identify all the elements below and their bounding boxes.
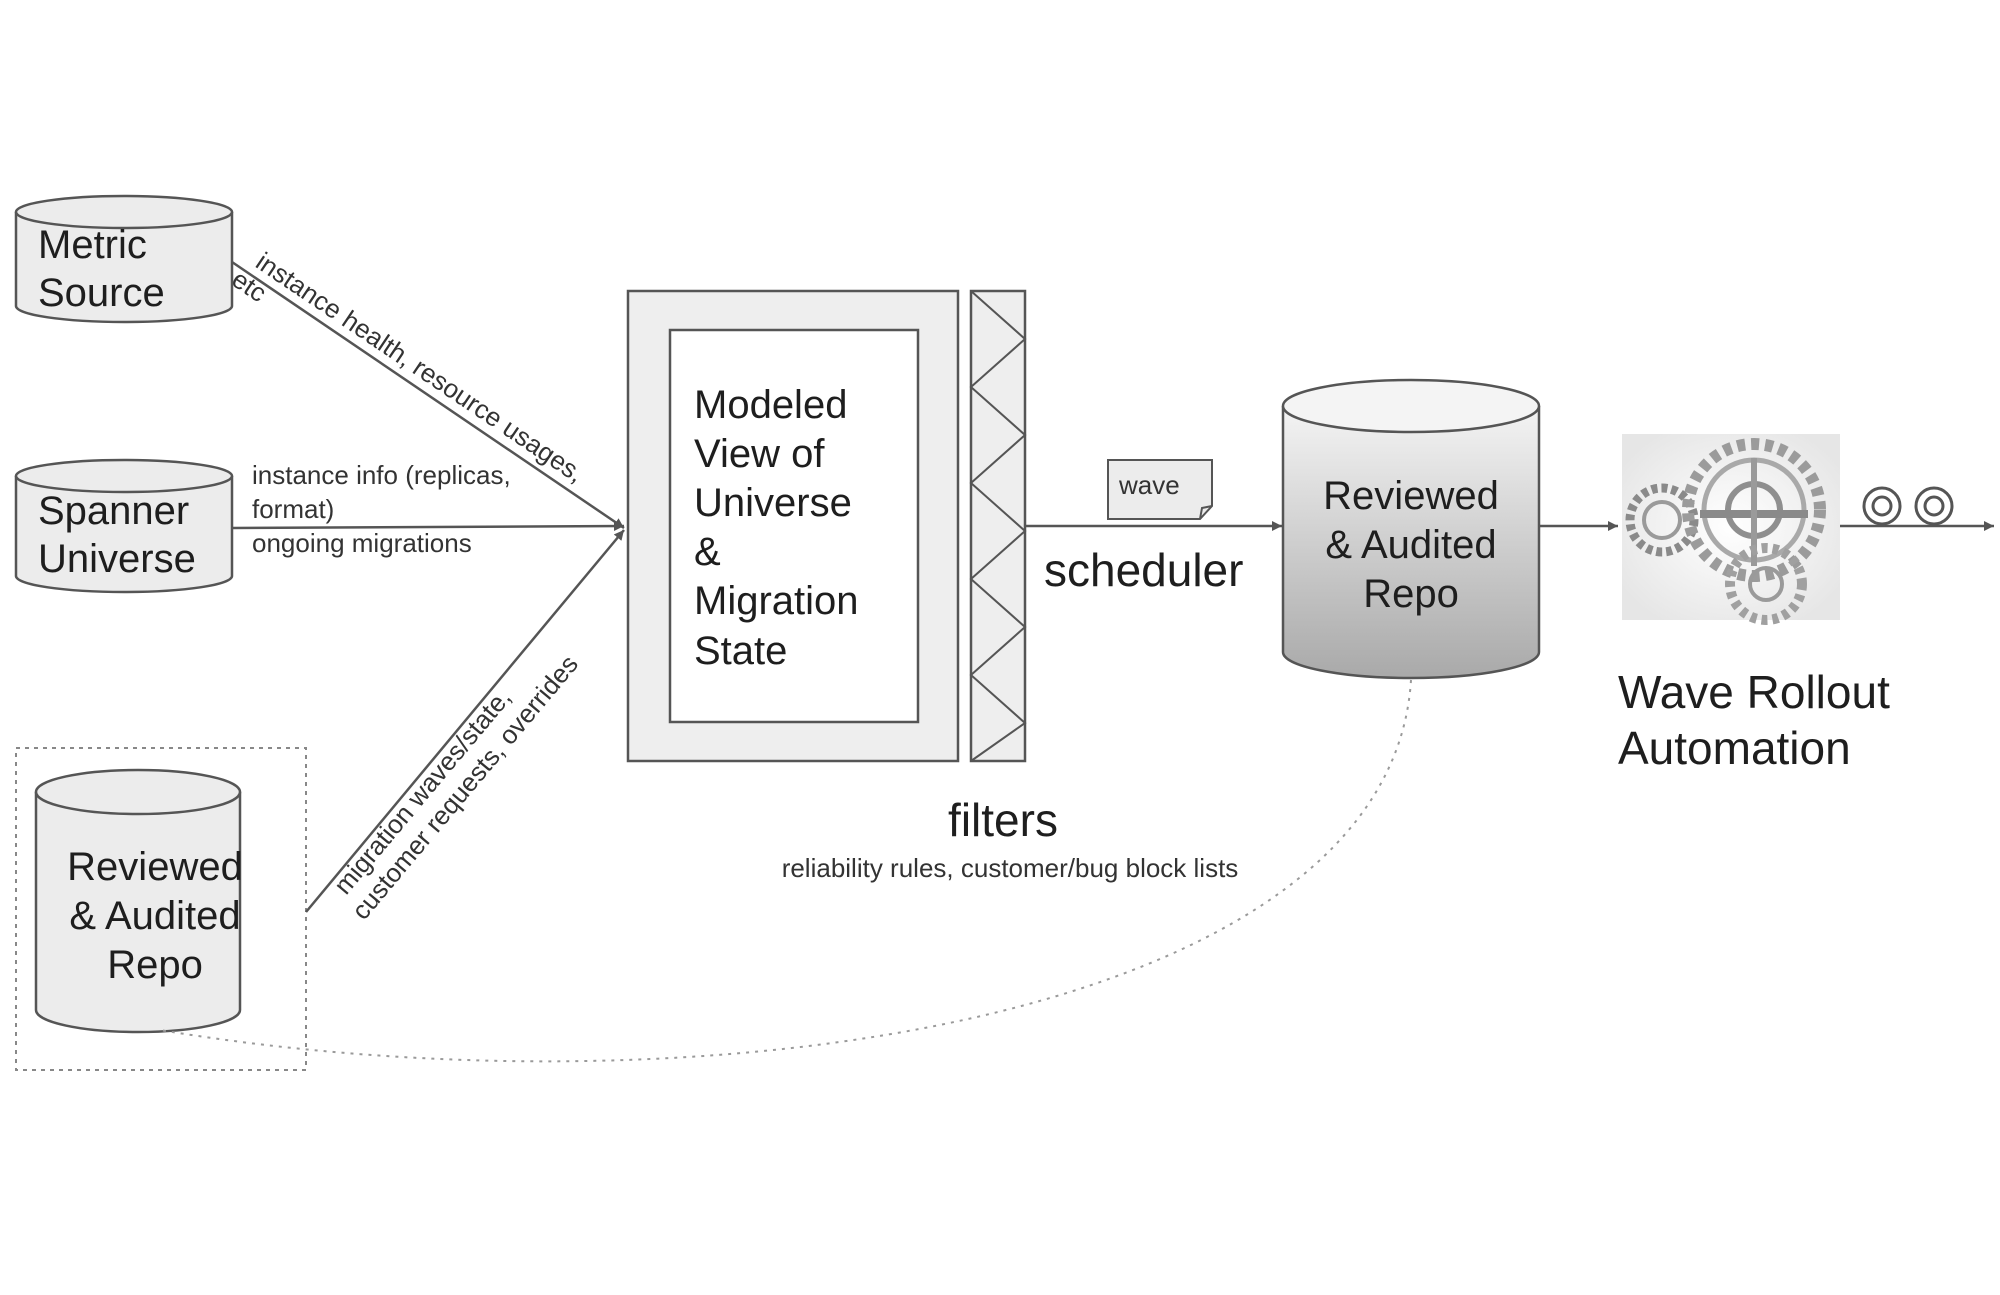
modeled-view-line2: View of [694, 432, 825, 476]
source-repo-label-line2: & Audited [69, 894, 240, 938]
repo-edge-label: migration waves/state, customer requests… [328, 649, 584, 925]
metric-arrow [231, 260, 625, 530]
metric-source-db: Metric Source [14, 194, 234, 324]
modeled-view-line1: Modeled [694, 383, 847, 427]
modeled-view-line4: & [694, 530, 721, 574]
spanner-edge-label-line3: ongoing migrations [252, 528, 472, 558]
modeled-view-line6: State [694, 629, 787, 673]
gears-icon [1622, 434, 1840, 625]
automation-label-line1: Wave Rollout [1618, 666, 1890, 718]
metric-edge-label-line1: instance health, resource usages, [251, 246, 590, 488]
spanner-universe-label-line2: Universe [38, 537, 196, 581]
source-repo-label-line3: Repo [107, 943, 203, 987]
spanner-universe-label-line1: Spanner [38, 489, 189, 533]
automation-label-line2: Automation [1618, 722, 1851, 774]
source-repo-db: Reviewed & Audited Repo [34, 768, 243, 1034]
source-repo-dotted-box [15, 747, 307, 1071]
filters-subtitle: reliability rules, customer/bug block li… [782, 853, 1239, 883]
modeled-view-line5: Migration [694, 579, 859, 623]
target-repo-label-line1: Reviewed [1323, 474, 1499, 518]
filter-strip [969, 289, 1027, 763]
metric-source-label-line2: Source [38, 271, 165, 315]
spanner-edge-label-line1: instance info (replicas, [252, 460, 511, 490]
target-repo-db: Reviewed & Audited Repo [1281, 378, 1541, 680]
metric-source-label-line1: Metric [38, 223, 147, 267]
source-repo-group: Reviewed & Audited Repo [15, 747, 307, 1071]
spanner-arrow [231, 521, 625, 532]
wave-note: wave [1107, 459, 1213, 520]
target-repo-label-line2: & Audited [1325, 523, 1496, 567]
spanner-universe-db: Spanner Universe [14, 458, 234, 594]
modeled-view-line3: Universe [694, 481, 852, 525]
source-repo-label-line1: Reviewed [67, 845, 243, 889]
wave-note-label: wave [1118, 470, 1180, 500]
spanner-edge-label: instance info (replicas, format) ongoing… [252, 460, 511, 558]
filters-title: filters [948, 794, 1058, 846]
scheduler-label: scheduler [1044, 544, 1243, 596]
repo-arrow [305, 529, 625, 913]
target-repo-label-line3: Repo [1363, 572, 1459, 616]
rollout-rings-icon [1862, 486, 1954, 526]
input-arrows [231, 260, 625, 913]
spanner-edge-label-line2: format) [252, 494, 334, 524]
modeled-view-box: Modeled View of Universe & Migration Sta… [626, 289, 960, 763]
repo-edge-label-line1: migration waves/state, [328, 682, 517, 899]
repo-edge-label-line2: customer requests, overrides [345, 649, 583, 925]
